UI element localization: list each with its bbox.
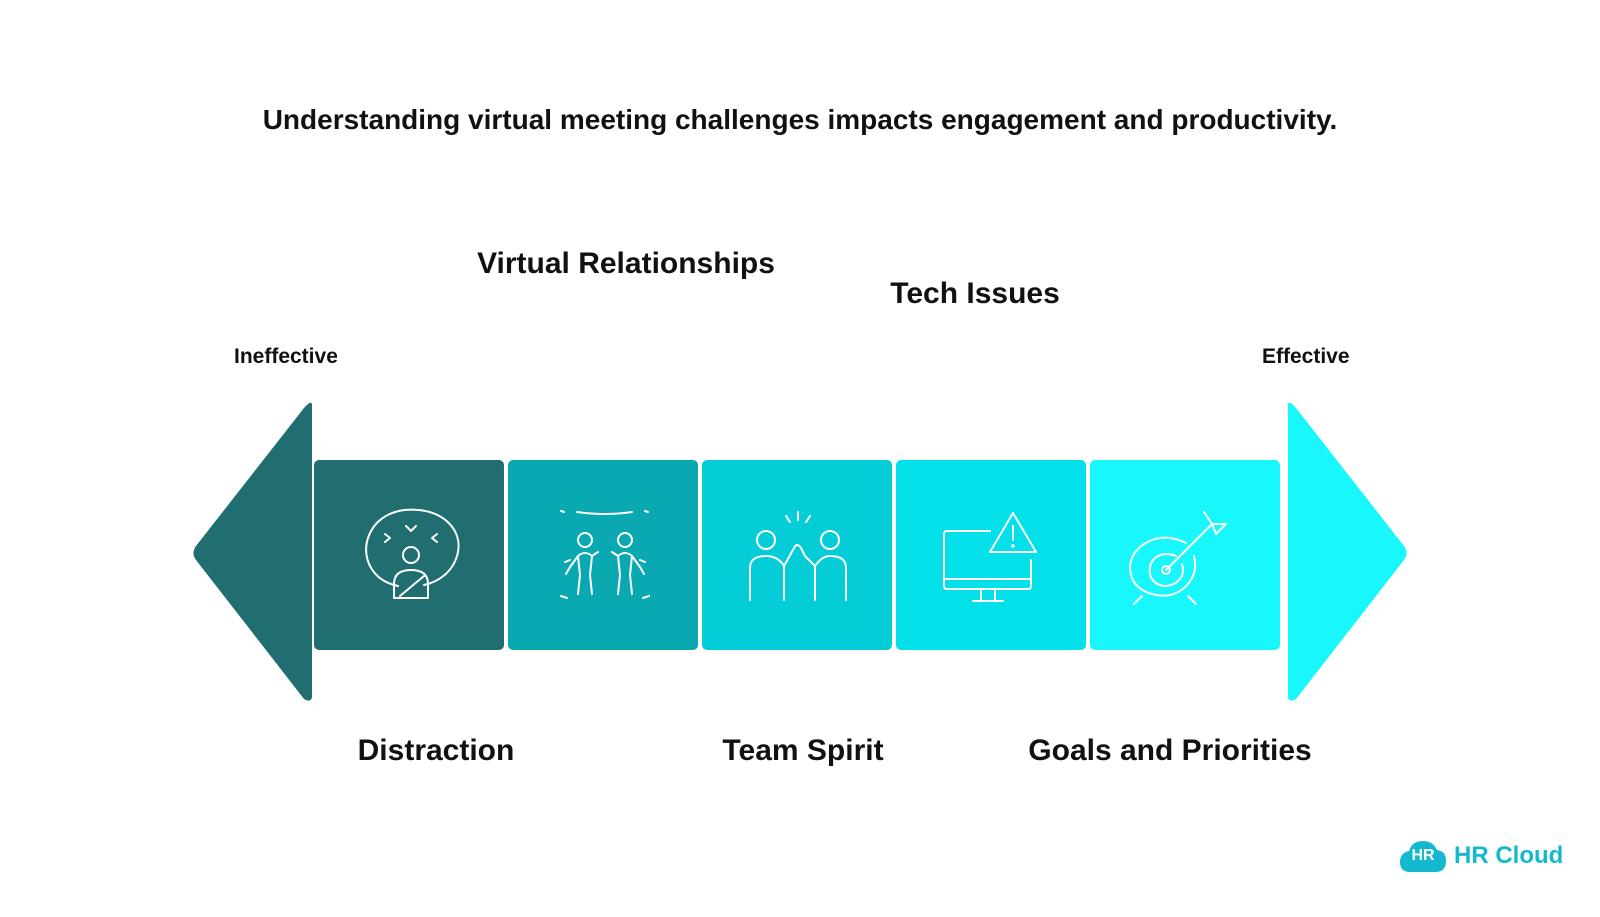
high-five-icon bbox=[749, 511, 847, 601]
cloud-icon: HR bbox=[1400, 838, 1446, 874]
logo-mark: HR bbox=[1411, 847, 1435, 864]
segment-3 bbox=[702, 460, 892, 650]
segment-1 bbox=[314, 460, 504, 650]
target-arrow-icon bbox=[1129, 511, 1227, 605]
step-label-distraction: Distraction bbox=[357, 734, 515, 767]
ineffective-label: Ineffective bbox=[234, 345, 338, 368]
logo-text: HR Cloud bbox=[1454, 842, 1564, 869]
step-label-team-spirit: Team Spirit bbox=[722, 734, 884, 767]
page-title: Understanding virtual meeting challenges… bbox=[262, 104, 1338, 135]
step-label-goals-and-priorities: Goals and Priorities bbox=[1028, 734, 1312, 767]
right-arrow-head bbox=[1288, 402, 1407, 701]
monitor-warning-icon bbox=[943, 512, 1037, 602]
step-label-tech-issues: Tech Issues bbox=[890, 277, 1060, 310]
hr-cloud-logo: HR HR Cloud bbox=[1400, 836, 1563, 876]
step-label-virtual-relationships: Virtual Relationships bbox=[477, 247, 775, 280]
segment-4 bbox=[896, 460, 1086, 650]
segment-5 bbox=[1090, 460, 1280, 650]
left-arrow-head bbox=[193, 402, 312, 701]
two-people-icon bbox=[560, 510, 650, 599]
segment-2 bbox=[508, 460, 698, 650]
person-thinking-icon bbox=[365, 508, 460, 599]
effective-label: Effective bbox=[1262, 345, 1350, 368]
